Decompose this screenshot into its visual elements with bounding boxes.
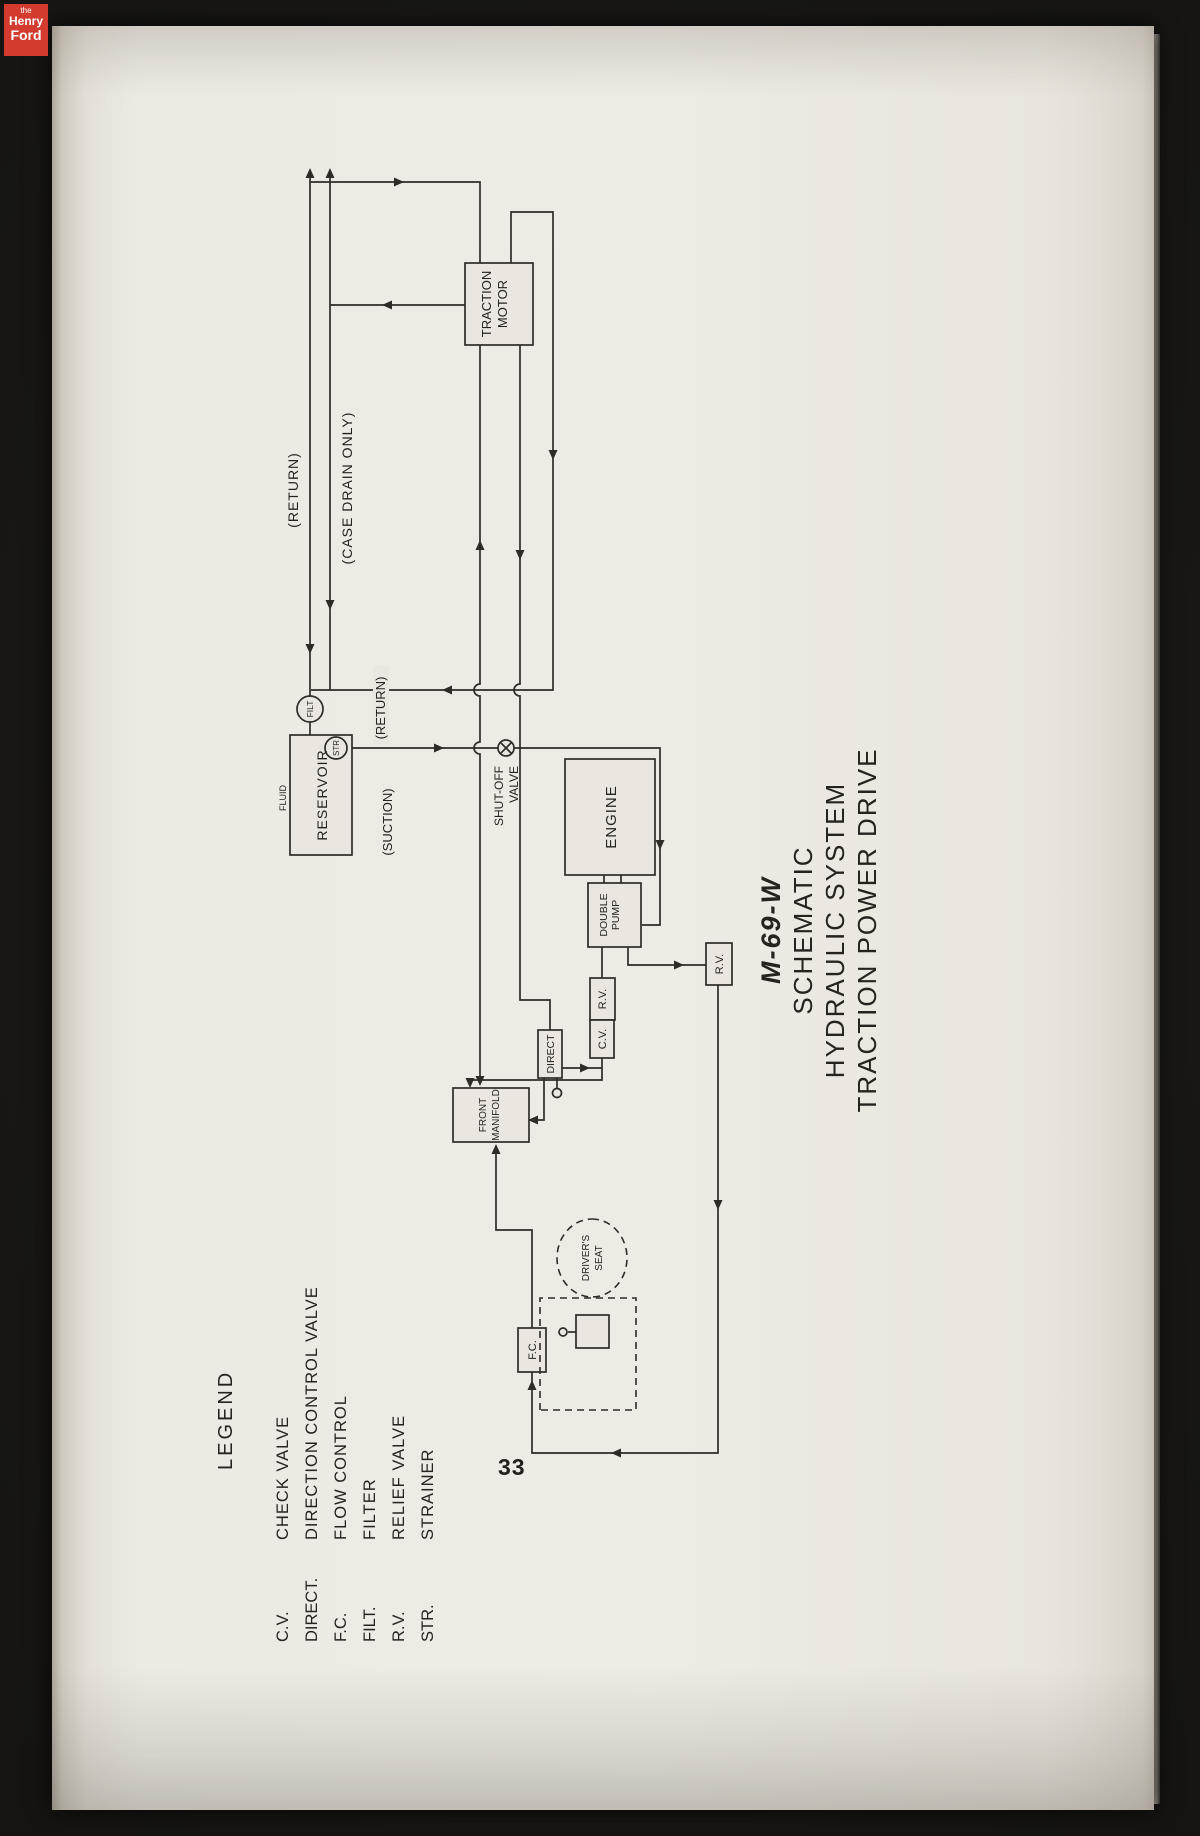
title-line-3: HYDRAULIC SYSTEM — [820, 782, 850, 1078]
legend-abbr: R.V. — [390, 1611, 408, 1642]
double-pump-box — [587, 882, 642, 948]
traction-motor-label-1: TRACTION — [479, 271, 494, 337]
direct-valve-box — [537, 1029, 563, 1079]
direct-valve-label: DIRECT — [545, 1034, 557, 1074]
front-manifold-label-1: FRONT — [478, 1098, 489, 1132]
logo-word-the: the — [20, 6, 32, 15]
page-number: 33 — [498, 1454, 526, 1480]
strainer-symbol — [324, 736, 348, 760]
legend-label: CHECK VALVE — [274, 1416, 292, 1540]
fluid-label: FLUID — [278, 785, 288, 812]
logo-word-ford: Ford — [10, 26, 42, 43]
legend-label: FILTER — [361, 1478, 379, 1540]
shut-off-label-1: SHUT-OFF — [492, 766, 506, 826]
check-valve-box — [589, 1019, 615, 1059]
henry-ford-logo: the Henry Ford — [4, 4, 48, 56]
book-page: (RETURN) (CASE DRAIN ONLY) (RETURN) (SUC… — [52, 26, 1154, 1810]
rotated-diagram-container: (RETURN) (CASE DRAIN ONLY) (RETURN) (SUC… — [140, 140, 1040, 1700]
legend-abbr: F.C. — [332, 1613, 350, 1642]
filter-label: FILT — [305, 701, 315, 718]
round-symbols — [296, 695, 568, 1337]
reservoir-label: RESERVOIR — [314, 749, 330, 840]
front-manifold-box — [452, 1087, 530, 1143]
drawing-number: M-69-W — [756, 875, 786, 984]
relief-valve-1-box — [705, 942, 733, 986]
legend-label: RELIEF VALVE — [390, 1415, 408, 1540]
legend-abbr: DIRECT. — [303, 1578, 321, 1642]
check-valve-label: C.V. — [597, 1029, 609, 1049]
legend: LEGEND C.V. CHECK VALVE DIRECT. DIRECTIO… — [215, 1286, 437, 1642]
return-mid-label: (RETURN) — [373, 677, 388, 740]
legend-abbr: FILT. — [361, 1607, 379, 1642]
logo-word-henry: Henry — [8, 14, 43, 29]
label-blank-patch — [373, 666, 389, 744]
traction-motor-label-2: MOTOR — [495, 280, 510, 328]
shut-off-label-2: VALVE — [507, 766, 521, 803]
title-line-4: TRACTION POWER DRIVE — [852, 747, 882, 1112]
relief-valve-1-label: R.V. — [714, 954, 726, 974]
legend-heading: LEGEND — [215, 1370, 237, 1470]
direct-valve-knob-icon — [551, 1087, 563, 1099]
title-block: M-69-W SCHEMATIC HYDRAULIC SYSTEM TRACTI… — [756, 747, 882, 1112]
flow-control-box — [517, 1327, 547, 1373]
schematic-diagram: (RETURN) (CASE DRAIN ONLY) (RETURN) (SUC… — [215, 168, 882, 1642]
legend-label: DIRECTION CONTROL VALVE — [303, 1286, 321, 1540]
drivers-seat-label-1: DRIVER'S — [581, 1234, 592, 1281]
legend-label: FLOW CONTROL — [332, 1395, 350, 1540]
front-manifold-label-2: MANIFOLD — [491, 1089, 502, 1141]
reservoir-box — [289, 734, 353, 856]
double-pump-label-1: DOUBLE — [598, 893, 610, 936]
diagram-labels: (RETURN) (CASE DRAIN ONLY) (RETURN) (SUC… — [278, 271, 726, 1360]
legend-label: STRAINER — [419, 1449, 437, 1540]
strainer-label: STR — [332, 740, 341, 756]
drivers-seat-dashed-outline — [556, 1218, 628, 1298]
flow-arrows — [305, 168, 723, 1458]
case-drain-label: (CASE DRAIN ONLY) — [339, 412, 355, 565]
legend-abbr: C.V. — [274, 1611, 292, 1642]
filter-symbol — [296, 695, 324, 723]
relief-valve-2-label: R.V. — [597, 989, 609, 1009]
title-line-2: SCHEMATIC — [788, 845, 818, 1014]
engine-box — [564, 758, 656, 876]
flow-control-label: F.C. — [527, 1340, 539, 1360]
traction-motor-box — [464, 262, 534, 346]
drivers-seat-label-2: SEAT — [594, 1245, 605, 1270]
pipe-lines — [309, 176, 719, 1454]
operator-platform-dashed-box — [539, 1297, 637, 1411]
engine-label: ENGINE — [603, 785, 620, 849]
component-boxes — [289, 262, 733, 1411]
legend-abbr: STR. — [419, 1604, 437, 1642]
double-pump-label-2: PUMP — [610, 900, 622, 930]
seat-lever-knob-icon — [558, 1327, 568, 1337]
seat-pedestal-box — [575, 1314, 610, 1349]
valve-cross-icon — [499, 741, 513, 755]
suction-label: (SUCTION) — [380, 788, 395, 855]
return-line-label: (RETURN) — [285, 452, 301, 528]
